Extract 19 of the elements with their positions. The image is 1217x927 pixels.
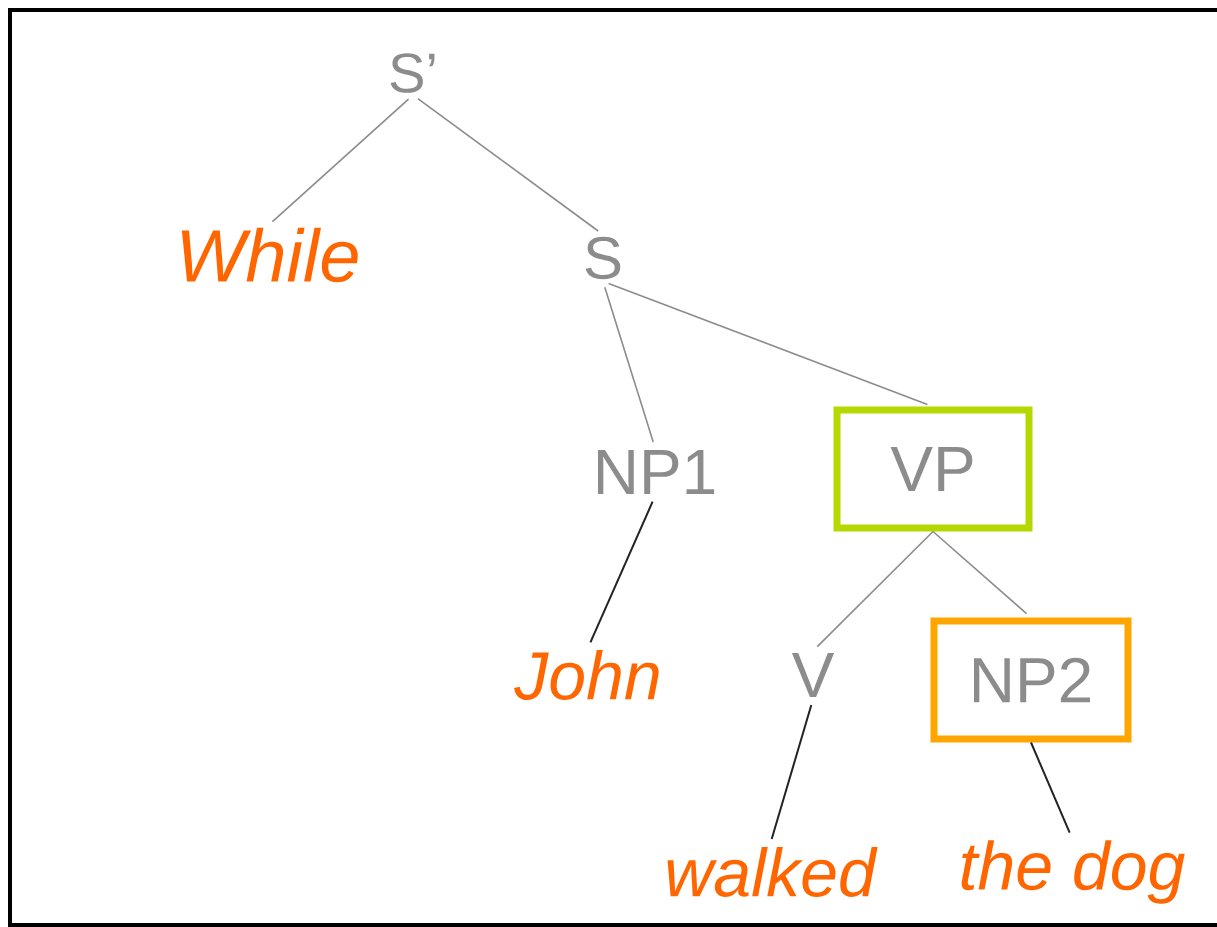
category-label: S xyxy=(585,236,621,280)
tree-branch xyxy=(607,282,929,406)
category-box: NP2 xyxy=(930,617,1132,743)
tree-branch xyxy=(604,286,654,443)
tree-branch xyxy=(271,98,410,223)
category-box: VP xyxy=(833,406,1033,532)
word-label: While xyxy=(181,227,358,283)
tree-branch xyxy=(417,97,599,232)
tree-branch xyxy=(932,530,1028,615)
tree-branch xyxy=(816,530,934,648)
tree-branch xyxy=(589,500,654,644)
category-label: NP1 xyxy=(598,450,715,494)
tree-branch xyxy=(1030,741,1071,834)
word-label: John xyxy=(514,650,659,700)
tree-branch xyxy=(770,704,813,841)
category-label: S’ xyxy=(390,53,435,93)
category-label: V xyxy=(791,653,835,698)
word-label: walked xyxy=(667,847,878,897)
word-label: the dog xyxy=(961,840,1185,904)
